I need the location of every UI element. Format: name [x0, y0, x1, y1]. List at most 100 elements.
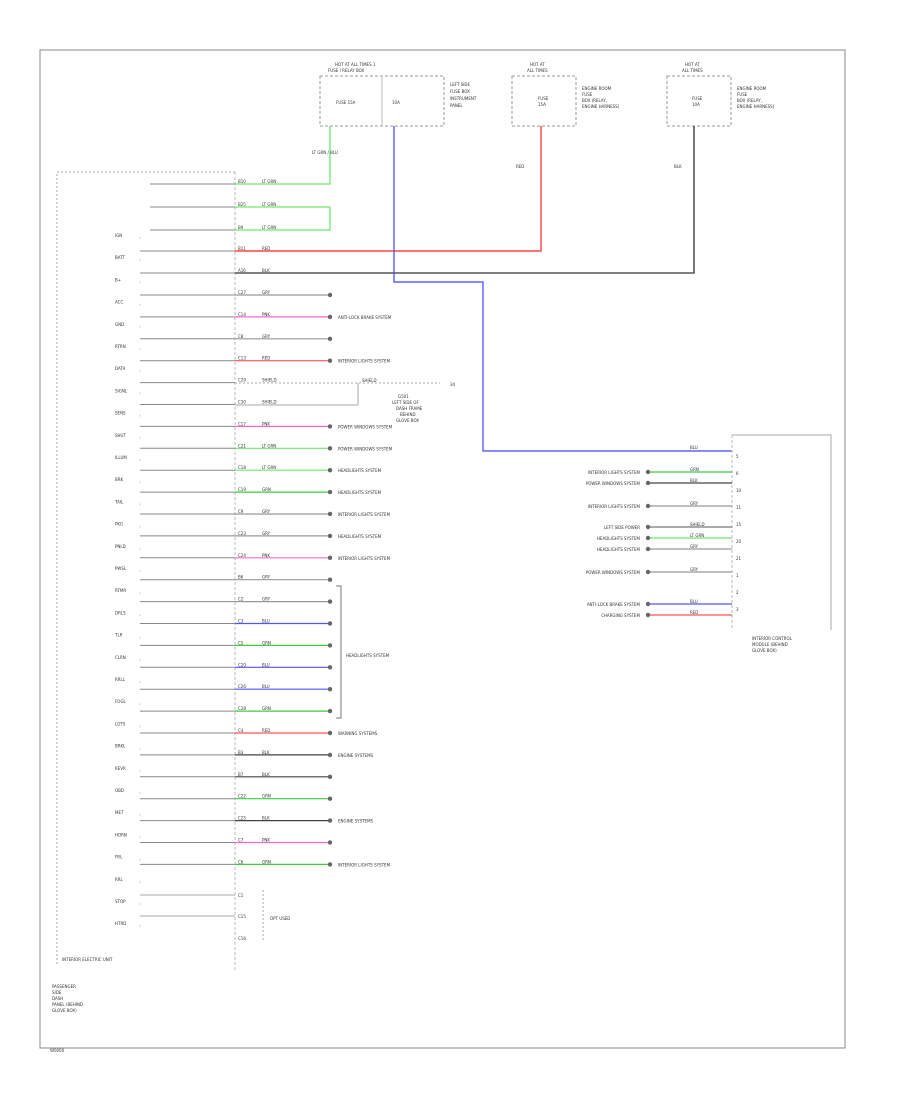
left-row-color: GRY: [262, 575, 271, 580]
right-module: BLU INTERIOR CONTROL MODULE (BEHIND GLOV…: [690, 434, 832, 653]
right-row-destination: POWER WINDOWS SYSTEM: [586, 481, 641, 486]
left-pin-label: ILLUM: [115, 455, 127, 460]
right-row-color: RED: [690, 610, 698, 615]
left-pin-label: GND: [115, 322, 124, 327]
legend-code: W0000: [50, 1048, 65, 1053]
wire-lt-grn-top-1: [235, 126, 331, 185]
left-pin-label: MET: [115, 810, 124, 815]
left-row-destination: WARNING SYSTEMS: [338, 731, 378, 736]
left-pin-label: OBD: [115, 788, 124, 793]
right-module-name-2: MODULE (BEHIND: [752, 642, 788, 647]
left-row-terminal: [327, 774, 333, 779]
left-pin-label: PKG: [115, 522, 123, 527]
left-row-pin: B7: [238, 772, 244, 777]
left-row-terminal: [327, 862, 333, 867]
left-row-destination: INTERIOR LIGHTS SYSTEM: [338, 359, 391, 364]
left-row-color: GRN: [262, 859, 271, 864]
left-pin-label: IGN: [115, 233, 122, 238]
left-row-color: LT GRN: [262, 179, 276, 184]
left-pin-label: PNLD: [115, 544, 126, 549]
connector-label-5: GLOVE BOX: [396, 418, 419, 423]
right-module-pin: 6: [736, 471, 739, 476]
diagram-frame: [39, 49, 846, 1049]
fuse-box-3: HOT AT ALL TIMES FUSE 10A ENGINE ROOM FU…: [666, 62, 775, 169]
left-row-pin: C20: [238, 662, 246, 667]
left-row-terminal: [327, 621, 333, 626]
left-row-terminal: [327, 577, 333, 582]
right-row-color: GRY: [690, 567, 699, 572]
left-row-color: BLU: [262, 684, 270, 689]
left-row-color: BLU: [262, 662, 270, 667]
fuse-box-3-header-2: ALL TIMES: [682, 68, 703, 73]
left-row-terminal: [327, 708, 333, 714]
left-row-terminal: [327, 511, 333, 517]
left-row-color: SHIELD: [262, 378, 277, 383]
headlights-brace: HEADLIGHTS SYSTEM: [336, 585, 390, 719]
left-module-footer-2: SIDE: [52, 990, 62, 995]
left-module-outline: [56, 171, 235, 966]
right-row-color: BLU: [690, 599, 698, 604]
left-pin-label: FOGL: [115, 699, 127, 704]
fuse-box-3-label-2: FUSE: [737, 92, 748, 97]
right-module-pin: 11: [736, 505, 742, 510]
fuse-box-2-header-1: HOT AT: [530, 62, 545, 67]
left-row-terminal: [327, 358, 333, 363]
left-row-color: GRY: [262, 509, 271, 514]
right-module-outline: [732, 434, 832, 630]
left-module-footer-4: PANEL (BEHIND: [52, 1002, 83, 1007]
left-row-destination: INTERIOR LIGHTS SYSTEM: [338, 512, 391, 517]
fuse-box-3-outline: [666, 75, 732, 127]
fuse-box-3-inner-1: FUSE: [692, 96, 703, 101]
wire-lt-grn-jumper: [235, 206, 331, 231]
left-row-color: RED: [262, 356, 270, 361]
right-row-color: SHIELD: [690, 522, 705, 527]
right-module-pin: 5: [736, 454, 739, 459]
right-module-pin: 1: [736, 573, 739, 578]
left-pin-label: HORN: [115, 832, 127, 837]
left-row-terminal: [327, 446, 333, 451]
left-pin-label: TAIL: [114, 499, 124, 504]
opt-pin-3: C16: [238, 936, 246, 941]
left-pin-label: ACC: [115, 300, 123, 305]
right-module-pin: 20: [736, 539, 742, 544]
left-row-color: LT GRN: [262, 465, 276, 470]
left-row-terminal: [327, 818, 333, 823]
left-row-pin: C28: [238, 706, 246, 711]
left-pin-label: DATA: [115, 366, 126, 371]
fuse-box-1-label-2: FUSE BOX: [450, 89, 470, 94]
left-row-color: PNK: [262, 553, 270, 558]
right-row-destination: CHARGING SYSTEM: [601, 613, 640, 618]
fuse-box-1-inner-2: 10A: [392, 100, 400, 105]
left-row-terminal: [327, 665, 333, 670]
left-row-pin: C13: [238, 356, 246, 361]
connector-label-4: BEHIND: [400, 412, 416, 417]
fuse-box-1-wire: LT GRN / BLU: [312, 150, 338, 155]
left-row-pin: B25: [238, 202, 246, 207]
left-pin-label: BATT: [115, 255, 126, 260]
brace-line: [336, 585, 342, 719]
left-row-pin: C19: [238, 487, 246, 492]
left-row-pin: C6: [238, 859, 244, 864]
left-module-pin-labels: IGNBATTB+ACCGNDRTRNDATASIGNLSENSSHUTILLU…: [114, 233, 141, 928]
fuse-box-3-label-4: ENGINE HARNESS): [737, 104, 775, 109]
left-pin-label: PWSL: [115, 566, 127, 571]
right-row-terminal: [645, 524, 651, 530]
left-row-color: PNK: [262, 838, 270, 843]
right-module-top-wire: BLU: [690, 445, 698, 450]
left-row-color: SHIELD: [262, 400, 277, 405]
left-row-color: LT GRN: [262, 202, 276, 207]
left-row-pin: B10: [238, 179, 246, 184]
right-row-terminal: [645, 503, 651, 509]
left-row-pin: C9: [238, 509, 244, 514]
left-row-pin: C30: [238, 400, 246, 405]
left-pin-label: HTRD: [115, 921, 126, 926]
fuse-box-3-header-1: HOT AT: [685, 62, 700, 67]
right-row-destination: INTERIOR LIGHTS SYSTEM: [588, 470, 641, 475]
opt-used-group: C1 C15 C16 OPT USED: [140, 890, 290, 941]
right-module-pin: 3: [736, 607, 739, 612]
right-row-terminal: [645, 601, 651, 607]
right-row-destination: POWER WINDOWS SYSTEM: [586, 570, 641, 575]
left-row-pin: B3: [238, 750, 244, 755]
fuse-box-1-label-4: PANEL: [450, 103, 463, 108]
fuse-box-2-inner-2: 15A: [538, 102, 546, 107]
